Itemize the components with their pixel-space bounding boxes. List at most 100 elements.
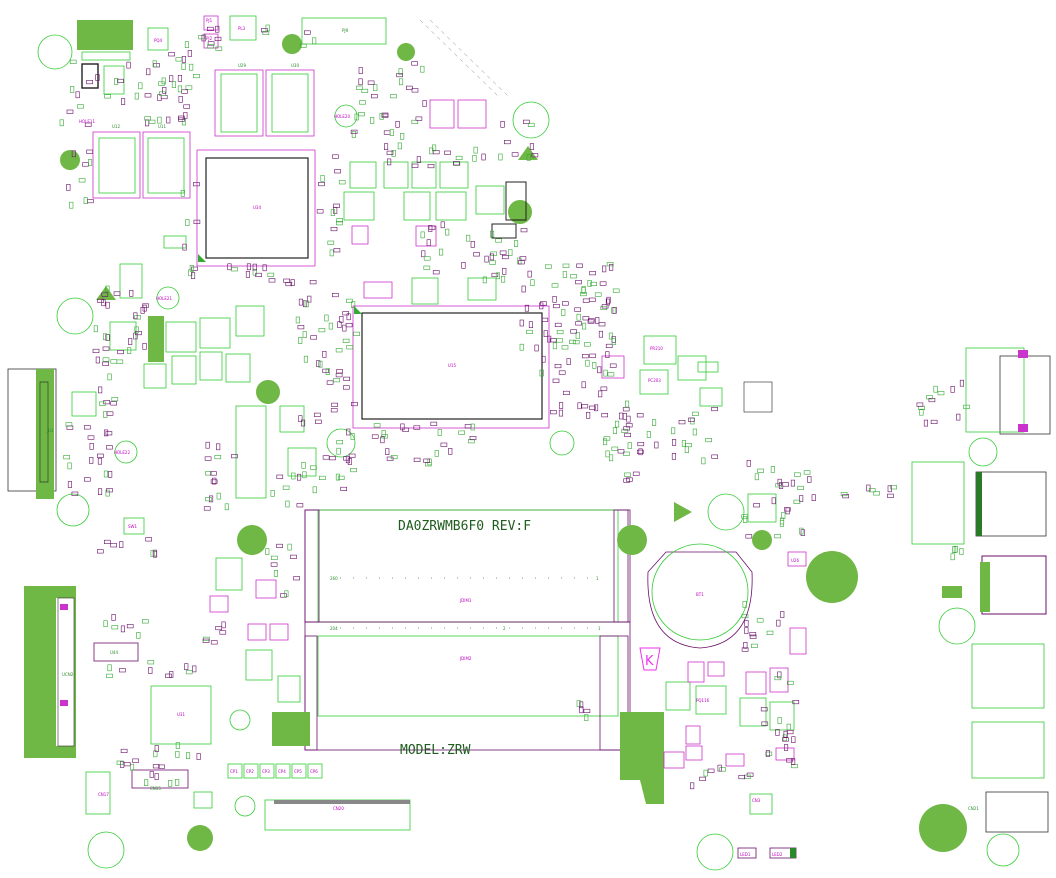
smd-pad [160, 95, 168, 100]
ic-u31[interactable]: U31 [150, 685, 212, 745]
smd-pad [626, 477, 633, 482]
leds[interactable]: LED1 LED2 [737, 847, 797, 859]
smd-pad [624, 400, 630, 408]
smd-pad [799, 527, 804, 535]
smd-pad [252, 268, 257, 276]
smd-pad [353, 331, 360, 336]
smd-pad [612, 288, 620, 293]
smd-pad [187, 50, 192, 57]
smd-pad [556, 338, 563, 343]
smd-pad [270, 562, 278, 567]
smd-pad [134, 92, 139, 100]
silk-diagonals [419, 19, 509, 99]
connector-right-audio[interactable]: CN21 [968, 643, 1049, 833]
smd-pad [71, 491, 79, 496]
smd-pad [761, 721, 769, 726]
dimm-socket-jdim1[interactable]: 260 1 JDIM1 [304, 509, 631, 623]
smd-pad [98, 488, 103, 496]
smd-pad [684, 446, 689, 454]
smd-pad [276, 474, 284, 479]
ic-u44[interactable]: U44 [93, 642, 139, 662]
smd-pad [581, 286, 586, 293]
smd-pad [123, 762, 131, 767]
smd-pad [455, 155, 463, 160]
ic-u29[interactable]: U29 [214, 63, 264, 137]
smd-pad [335, 373, 343, 378]
smd-pad [175, 57, 183, 62]
smd-pad [231, 267, 238, 272]
smd-pad [157, 116, 162, 124]
smd-pad [119, 541, 124, 548]
smd-pad [717, 764, 722, 772]
smd-pad [554, 363, 562, 369]
smd-pad [528, 321, 534, 329]
smd-pad [87, 435, 95, 440]
smd-pad [293, 576, 300, 581]
smd-pad [432, 270, 440, 275]
ic-u15[interactable]: U15 [352, 305, 550, 429]
smd-pad [343, 376, 351, 381]
dimm-socket-jdim2[interactable]: 204 2 1 JDIM2 [304, 621, 631, 751]
smd-pad [133, 312, 138, 320]
smd-pad [744, 627, 749, 634]
power-components[interactable] [71, 15, 807, 815]
smd-pad [521, 285, 526, 293]
smd-pad [581, 354, 589, 359]
smd-pad [570, 329, 577, 334]
smd-pad [84, 425, 91, 430]
connector-cn3[interactable]: CN3 [749, 793, 773, 815]
smd-pad [601, 304, 609, 309]
connector-cn15[interactable]: CN15 [131, 769, 189, 791]
smd-pad [632, 471, 640, 476]
ucn2-label: UCN2 [62, 672, 74, 677]
smd-pad [742, 601, 747, 608]
connector-right-usb[interactable] [965, 347, 1051, 435]
smd-pad [169, 75, 174, 82]
smd-pad [330, 227, 338, 232]
u15-label: U15 [448, 363, 456, 368]
ic-u12[interactable]: U12 [92, 124, 141, 199]
smd-pad [421, 250, 426, 258]
smd-pad [543, 330, 548, 337]
smd-pad [582, 298, 590, 303]
connector-ucn2[interactable] [24, 586, 76, 758]
ic-u11[interactable]: U11 [142, 124, 191, 199]
connector-right-hdmi[interactable] [911, 461, 1047, 545]
smd-pad [291, 472, 296, 480]
connector-cn20[interactable]: CN20 [264, 799, 411, 831]
smd-pad [86, 149, 93, 154]
smd-pad [126, 61, 131, 69]
smd-pad [298, 415, 303, 423]
smd-pad [638, 448, 643, 456]
smd-pad [622, 412, 628, 420]
smd-pad [511, 152, 519, 157]
smd-pad [120, 748, 128, 754]
smd-pad [333, 248, 341, 253]
smd-pad [780, 611, 785, 618]
smd-pad [314, 419, 322, 424]
smd-pad [111, 614, 116, 621]
smd-pad [75, 91, 80, 99]
smd-pad [359, 100, 366, 105]
smd-pad [379, 113, 384, 120]
smd-pad [105, 285, 110, 293]
smd-pad [609, 363, 617, 368]
smd-pad [744, 620, 749, 627]
smd-pad [339, 315, 344, 323]
smd-pad [738, 774, 746, 780]
connector-right-usb2[interactable] [980, 555, 1047, 615]
smd-pad [503, 140, 511, 145]
connector-cn17-left[interactable] [7, 368, 57, 499]
cn17-label: CN17 [98, 792, 109, 797]
smd-pad [424, 462, 432, 467]
ic-u30[interactable]: U30 [265, 63, 315, 137]
smd-pad [93, 325, 98, 333]
smd-pad [280, 593, 287, 598]
smd-pad [350, 467, 357, 473]
smd-pad [626, 415, 631, 423]
connector-top-left[interactable] [77, 20, 133, 61]
smd-pad [420, 231, 425, 239]
smd-pad [468, 439, 475, 444]
battery-bt1[interactable]: BT1 [647, 543, 753, 649]
ic-u34[interactable]: U34 [196, 149, 316, 267]
